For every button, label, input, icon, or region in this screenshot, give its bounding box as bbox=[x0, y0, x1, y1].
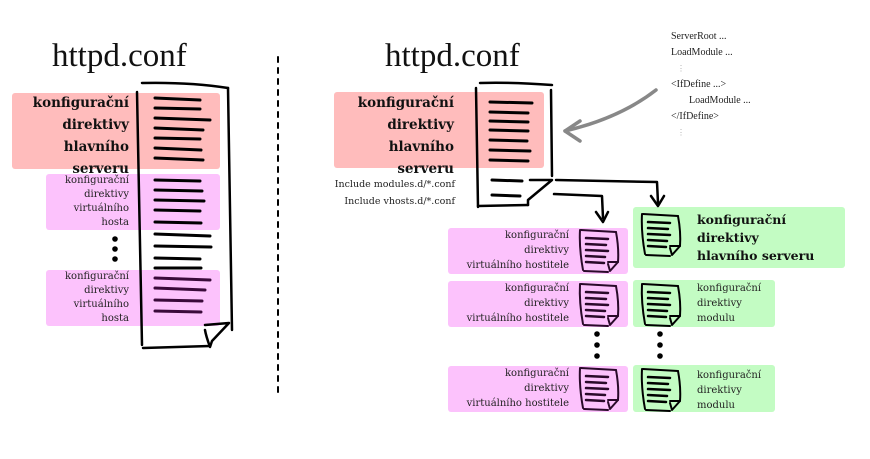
label-line: virtuálního hostitele bbox=[466, 398, 569, 409]
label-line: direktivy bbox=[524, 383, 569, 394]
left-title: httpd.conf bbox=[52, 38, 187, 74]
label-line: direktivy bbox=[524, 298, 569, 309]
label-line: virtuálního bbox=[73, 299, 129, 310]
label-line: hlavního bbox=[388, 139, 454, 155]
include-lines: Include modules.d/*.conf Include vhosts.… bbox=[300, 176, 455, 210]
include-arrow-icon bbox=[552, 178, 666, 224]
vhost-file-label-1: konfigurační direktivy virtuálního hosti… bbox=[450, 228, 569, 273]
label-line: konfigurační bbox=[697, 283, 762, 294]
vhost-file-label-3: konfigurační direktivy virtuálního hosti… bbox=[450, 366, 569, 411]
module-ellipsis-dots bbox=[657, 331, 663, 359]
right-main-server-label: konfigurační direktivy hlavního serveru bbox=[336, 92, 454, 180]
left-ellipsis-dots bbox=[112, 236, 118, 262]
main-server-doc-icon bbox=[640, 213, 682, 257]
vhost-doc-icon-3 bbox=[578, 367, 620, 411]
label-line: hlavního serveru bbox=[697, 248, 815, 263]
label-line: serveru bbox=[72, 161, 129, 177]
label-line: konfigurační bbox=[504, 283, 569, 294]
right-title: httpd.conf bbox=[385, 38, 520, 74]
left-main-server-block bbox=[12, 93, 220, 169]
code-sample: ServerRoot ... LoadModule ... ⋮ <IfDefin… bbox=[671, 29, 751, 141]
code-line: ServerRoot ... bbox=[671, 31, 727, 42]
label-line: hlavního bbox=[63, 139, 129, 155]
module-doc-icon-2 bbox=[640, 368, 682, 412]
label-line: konfigurační bbox=[697, 370, 762, 381]
module-doc-icon-1 bbox=[640, 283, 682, 327]
label-line: modulu bbox=[697, 313, 735, 324]
label-line: konfigurační bbox=[504, 368, 569, 379]
label-line: direktivy bbox=[697, 385, 742, 396]
label-line: konfigurační bbox=[64, 175, 129, 186]
left-vhost-label-2: konfigurační direktivy virtuálního hosta bbox=[48, 270, 129, 326]
module-file-label-2: konfigurační direktivy modulu bbox=[697, 368, 761, 413]
main-server-file bbox=[633, 207, 845, 268]
label-line: hosta bbox=[101, 313, 129, 324]
code-line: LoadModule ... bbox=[671, 47, 733, 58]
label-line: modulu bbox=[697, 400, 735, 411]
label-line: virtuálního hostitele bbox=[466, 313, 569, 324]
right-document-icon bbox=[474, 81, 554, 209]
code-ellipsis: ⋮ bbox=[677, 128, 685, 137]
label-line: hosta bbox=[101, 217, 129, 228]
code-ellipsis: ⋮ bbox=[677, 64, 685, 73]
grey-arrow-icon bbox=[563, 88, 658, 143]
vhost-file-label-2: konfigurační direktivy virtuálního hosti… bbox=[450, 281, 569, 326]
label-line: direktivy bbox=[84, 189, 129, 200]
label-line: serveru bbox=[397, 161, 454, 177]
vhost-doc-icon-1 bbox=[578, 229, 620, 273]
label-line: konfigurační bbox=[357, 95, 454, 111]
left-vhost-label-1: konfigurační direktivy virtuálního hosta bbox=[48, 174, 129, 230]
label-line: direktivy bbox=[524, 245, 569, 256]
label-line: direktivy bbox=[62, 117, 129, 133]
left-main-server-label: konfigurační direktivy hlavního serveru bbox=[14, 92, 129, 180]
label-line: direktivy bbox=[697, 230, 759, 245]
label-line: konfigurační bbox=[32, 95, 129, 111]
label-line: direktivy bbox=[697, 298, 742, 309]
left-document-icon bbox=[135, 81, 234, 350]
label-line: konfigurační bbox=[64, 271, 129, 282]
code-line: <IfDefine ...> bbox=[671, 79, 727, 90]
include-vhosts: Include vhosts.d/*.conf bbox=[344, 196, 455, 207]
vhost-ellipsis-dots bbox=[594, 331, 600, 359]
label-line: direktivy bbox=[84, 285, 129, 296]
module-file-label-1: konfigurační direktivy modulu bbox=[697, 281, 761, 326]
code-line: LoadModule ... bbox=[689, 95, 751, 106]
code-line: </IfDefine> bbox=[671, 111, 719, 122]
main-server-file-label: konfigurační direktivy hlavního serveru bbox=[697, 211, 814, 265]
label-line: virtuálního bbox=[73, 203, 129, 214]
vhost-doc-icon-2 bbox=[578, 283, 620, 327]
label-line: konfigurační bbox=[504, 230, 569, 241]
include-modules: Include modules.d/*.conf bbox=[334, 179, 455, 190]
label-line: konfigurační bbox=[697, 212, 787, 227]
label-line: direktivy bbox=[387, 117, 454, 133]
label-line: virtuálního hostitele bbox=[466, 260, 569, 271]
